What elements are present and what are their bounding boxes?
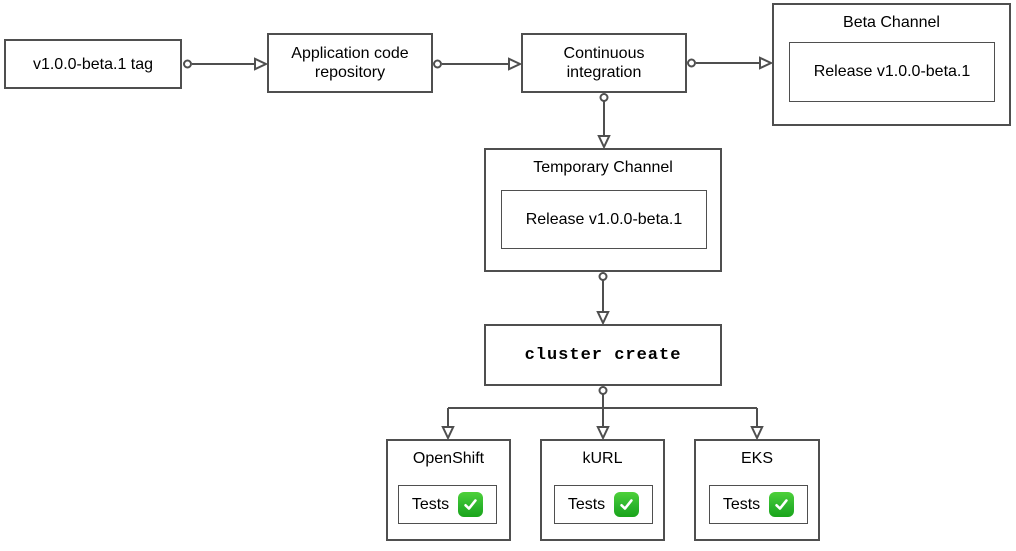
temporary-channel-release-box: Release v1.0.0-beta.1	[501, 190, 707, 249]
node-cluster-create: cluster create	[484, 324, 722, 386]
node-beta-channel: Beta Channel Release v1.0.0-beta.1	[772, 3, 1011, 126]
eks-tests-label: Tests	[722, 495, 761, 513]
node-app-code-repository: Application code repository	[267, 33, 433, 93]
node-app-code-repository-label: Application code repository	[291, 45, 409, 81]
beta-channel-release-box: Release v1.0.0-beta.1	[789, 42, 995, 102]
connector-cluster-create-to-clusters	[441, 386, 764, 441]
connector-ci-to-beta-channel	[687, 56, 774, 70]
cluster-create-label: cluster create	[524, 345, 682, 365]
connector-tag-to-repo	[183, 57, 269, 71]
openshift-title: OpenShift	[412, 450, 485, 467]
kurl-tests-label: Tests	[567, 495, 606, 513]
node-openshift: OpenShift Tests	[386, 439, 511, 541]
node-kurl: kURL Tests	[540, 439, 665, 541]
temporary-channel-release-label: Release v1.0.0-beta.1	[525, 210, 683, 228]
node-version-tag: v1.0.0-beta.1 tag	[4, 39, 182, 89]
check-mark-icon	[458, 492, 484, 517]
node-continuous-integration: Continuous integration	[521, 33, 687, 93]
node-continuous-integration-label: Continuous integration	[563, 45, 645, 81]
beta-channel-release-label: Release v1.0.0-beta.1	[813, 63, 971, 80]
node-eks: EKS Tests	[694, 439, 820, 541]
eks-title: EKS	[740, 450, 773, 467]
temporary-channel-title: Temporary Channel	[533, 159, 673, 176]
connector-temporary-channel-to-cluster-create	[596, 272, 610, 326]
node-version-tag-label: v1.0.0-beta.1 tag	[32, 55, 154, 73]
connector-ci-to-temporary-channel	[597, 93, 611, 150]
connector-repo-to-ci	[433, 57, 523, 71]
eks-tests-box: Tests	[709, 485, 808, 524]
node-temporary-channel: Temporary Channel Release v1.0.0-beta.1	[484, 148, 722, 272]
kurl-tests-box: Tests	[554, 485, 653, 524]
openshift-tests-label: Tests	[411, 495, 450, 513]
check-mark-icon	[769, 492, 795, 517]
kurl-title: kURL	[582, 450, 623, 467]
check-mark-icon	[614, 492, 640, 517]
openshift-tests-box: Tests	[398, 485, 497, 524]
beta-channel-title: Beta Channel	[843, 14, 940, 31]
